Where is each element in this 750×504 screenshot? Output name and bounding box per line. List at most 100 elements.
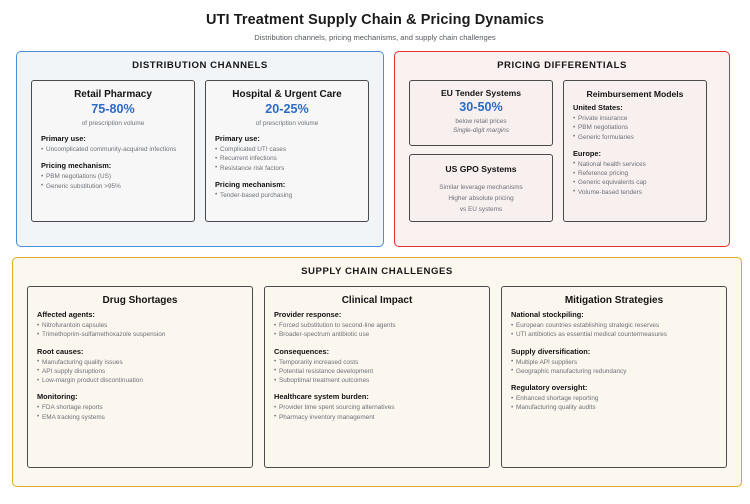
stat-caption: below retail prices (455, 118, 507, 125)
list-item: Enhanced shortage reporting (511, 394, 717, 404)
stat-value: 75-80% (91, 102, 135, 116)
page-header: UTI Treatment Supply Chain & Pricing Dyn… (0, 0, 750, 42)
list-item: API supply disruptions (37, 366, 243, 376)
section-heading: United States: (573, 103, 623, 112)
list-item: UTI antibiotics as essential medical cou… (511, 330, 717, 340)
list-item: Trimethoprim-sulfamethoxazole suspension (37, 330, 243, 340)
section-heading: Monitoring: (37, 392, 78, 402)
supply-cards-row: Drug Shortages Affected agents: Nitrofur… (13, 286, 741, 468)
card-title: US GPO Systems (445, 164, 517, 174)
list-item: Volume-based tenders (573, 187, 697, 197)
section-list: Complicated UTI cases Recurrent infectio… (215, 144, 359, 173)
list-item: FDA shortage reports (37, 403, 243, 413)
section-heading: Affected agents: (37, 310, 95, 319)
list-item: Potential resistance development (274, 366, 480, 376)
card-title: Clinical Impact (341, 295, 413, 306)
list-item: Uncomplicated community-acquired infecti… (41, 144, 185, 154)
list-item: Tender-based purchasing (215, 190, 359, 200)
list-item: Geographic manufacturing redundancy (511, 366, 717, 376)
card-drug-shortages[interactable]: Drug Shortages Affected agents: Nitrofur… (27, 286, 253, 468)
card-clinical-impact[interactable]: Clinical Impact Provider response: Force… (264, 286, 490, 468)
section-heading: Consequences: (274, 346, 330, 356)
list-item: Low-margin product discontinuation (37, 376, 243, 386)
stat-caption-italic: Single-digit margins (452, 127, 510, 134)
list-item: Complicated UTI cases (215, 144, 359, 154)
card-title: Mitigation Strategies (564, 295, 664, 306)
section-list: European countries establishing strategi… (511, 320, 717, 340)
section-heading: Primary use: (41, 134, 86, 143)
list-item: Forced substitution to second-line agent… (274, 320, 480, 330)
card-us-gpo-systems[interactable]: US GPO Systems Similar leverage mechanis… (409, 154, 553, 222)
list-item: Multiple API suppliers (511, 357, 717, 367)
page-subtitle: Distribution channels, pricing mechanism… (254, 33, 496, 42)
card-title: Reimbursement Models (586, 89, 684, 99)
section-list: Provider time spent sourcing alternative… (274, 403, 480, 422)
section-list: Multiple API suppliers Geographic manufa… (511, 357, 717, 377)
gpo-line: Higher absolute pricing (448, 195, 514, 203)
section-list: Temporarily increased costs Potential re… (274, 357, 480, 386)
section-list: Tender-based purchasing (215, 190, 359, 200)
card-reimbursement-models[interactable]: Reimbursement Models United States: Priv… (563, 80, 707, 222)
section-heading: Regulatory oversight: (511, 383, 588, 393)
section-heading: Pricing mechanism: (215, 179, 286, 189)
list-item: Manufacturing quality issues (37, 357, 243, 367)
card-hospital-urgent-care[interactable]: Hospital & Urgent Care 20-25% of prescri… (205, 80, 369, 222)
card-mitigation-strategies[interactable]: Mitigation Strategies National stockpili… (501, 286, 727, 468)
list-item: Pharmacy inventory management (274, 412, 480, 422)
section-list: Nitrofurantoin capsules Trimethoprim-sul… (37, 320, 243, 340)
card-eu-tender-systems[interactable]: EU Tender Systems 30-50% below retail pr… (409, 80, 553, 146)
card-retail-pharmacy[interactable]: Retail Pharmacy 75-80% of prescription v… (31, 80, 195, 222)
list-item: Resistance risk factors (215, 163, 359, 173)
list-item: PBM negotiations (573, 123, 697, 133)
list-item: Suboptimal treatment outcomes (274, 376, 480, 386)
section-heading: Supply diversification: (511, 346, 591, 356)
card-title: Drug Shortages (102, 295, 178, 306)
section-heading: Healthcare system burden: (274, 392, 369, 402)
list-item: Recurrent infections (215, 154, 359, 164)
panel-title-distribution: DISTRIBUTION CHANNELS (132, 60, 268, 71)
section-list: National health services Reference prici… (573, 159, 697, 197)
section-heading: Pricing mechanism: (41, 161, 112, 171)
list-item: EMA tracking systems (37, 412, 243, 422)
section-list: FDA shortage reports EMA tracking system… (37, 403, 243, 422)
list-item: Temporarily increased costs (274, 357, 480, 367)
section-heading: Europe: (573, 148, 601, 158)
card-title: Hospital & Urgent Care (232, 89, 342, 100)
list-item: Generic formularies (573, 132, 697, 142)
page-title: UTI Treatment Supply Chain & Pricing Dyn… (205, 12, 545, 28)
stat-caption: of prescription volume (255, 120, 319, 127)
card-title: EU Tender Systems (440, 88, 522, 98)
section-list: Private insurance PBM negotiations Gener… (573, 113, 697, 142)
section-heading: Provider response: (274, 310, 342, 319)
stat-value: 20-25% (265, 102, 309, 116)
list-item: Nitrofurantoin capsules (37, 320, 243, 330)
stat-caption: of prescription volume (81, 120, 145, 127)
list-item: Provider time spent sourcing alternative… (274, 403, 480, 413)
gpo-line: vs EU systems (459, 206, 503, 214)
list-item: PBM negotiations (US) (41, 172, 185, 182)
section-list: Forced substitution to second-line agent… (274, 320, 480, 340)
panel-supply-chain-challenges: SUPPLY CHAIN CHALLENGES Drug Shortages A… (12, 257, 742, 487)
list-item: Manufacturing quality audits (511, 403, 717, 413)
panel-title-pricing: PRICING DIFFERENTIALS (497, 60, 627, 71)
panel-pricing-differentials: PRICING DIFFERENTIALS EU Tender Systems … (394, 51, 730, 247)
list-item: European countries establishing strategi… (511, 320, 717, 330)
section-heading: National stockpiling: (511, 310, 584, 319)
distribution-cards-row: Retail Pharmacy 75-80% of prescription v… (17, 80, 383, 222)
section-heading: Primary use: (215, 134, 260, 143)
pricing-cards-row: EU Tender Systems 30-50% below retail pr… (395, 80, 729, 222)
section-list: PBM negotiations (US) Generic substituti… (41, 172, 185, 191)
section-list: Enhanced shortage reporting Manufacturin… (511, 394, 717, 413)
section-list: Manufacturing quality issues API supply … (37, 357, 243, 386)
pricing-left-column: EU Tender Systems 30-50% below retail pr… (409, 80, 553, 222)
gpo-line: Similar leverage mechanisms (439, 184, 523, 191)
card-title: Retail Pharmacy (74, 89, 152, 100)
list-item: Reference pricing (573, 169, 697, 179)
list-item: Generic equivalents cap (573, 178, 697, 188)
list-item: Private insurance (573, 113, 697, 123)
stat-value: 30-50% (459, 100, 503, 114)
section-list: Uncomplicated community-acquired infecti… (41, 144, 185, 154)
panel-distribution-channels: DISTRIBUTION CHANNELS Retail Pharmacy 75… (16, 51, 384, 247)
section-heading: Root causes: (37, 346, 84, 356)
list-item: National health services (573, 159, 697, 169)
